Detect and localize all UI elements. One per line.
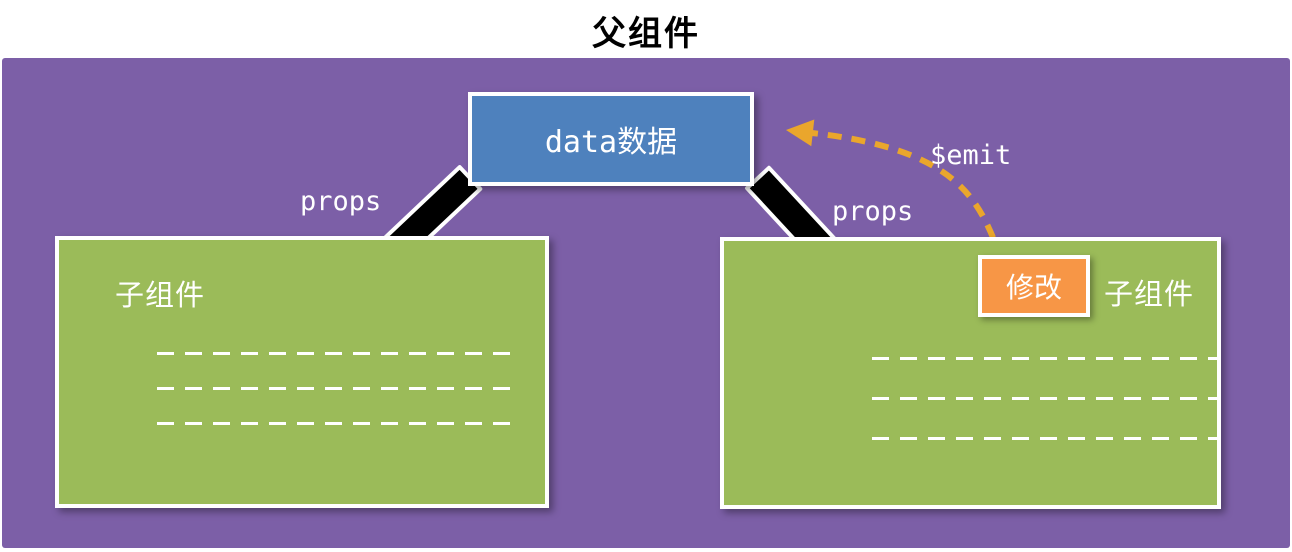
props-label-left: props bbox=[300, 186, 382, 217]
emit-label: $emit bbox=[930, 140, 1012, 171]
content-placeholder-line bbox=[872, 357, 1218, 360]
child-component-right: 修改 子组件 bbox=[720, 237, 1221, 509]
child-component-left: 子组件 bbox=[55, 236, 549, 508]
data-box-label: data数据 bbox=[544, 125, 678, 160]
data-box: data数据 bbox=[468, 92, 754, 186]
modify-box-label: 修改 bbox=[1005, 271, 1062, 304]
content-placeholder-line bbox=[872, 437, 1218, 440]
content-placeholder-line bbox=[157, 352, 515, 355]
props-label-right: props bbox=[832, 196, 914, 227]
content-placeholder-line bbox=[872, 397, 1218, 400]
content-placeholder-line bbox=[157, 387, 515, 390]
parent-component-title: 父组件 bbox=[592, 14, 700, 54]
content-placeholder-line bbox=[157, 422, 515, 425]
child-left-label: 子组件 bbox=[115, 278, 206, 312]
modify-box: 修改 bbox=[978, 255, 1090, 317]
child-right-label: 子组件 bbox=[1104, 277, 1195, 311]
